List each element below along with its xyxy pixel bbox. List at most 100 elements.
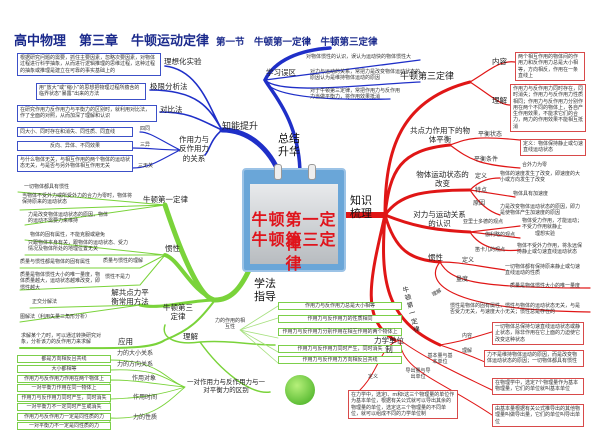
mass-label: 质量与惯性的理解: [103, 258, 144, 264]
content-text: 两个相互作用的物体间的作用力和反作用力总是大小相等，方向相反，作用在一条直线上: [515, 52, 585, 81]
galileo-text: 理想实验: [535, 231, 556, 237]
diff-item: 一对平衡力不一定同时产生或消失: [17, 403, 111, 412]
green-third-law-label: 牛顿第三定律: [163, 303, 193, 322]
state-label: 平衡状态: [478, 131, 503, 138]
first-law-item: 力是改变物体运动状态的原因，物体的运动不需要力来维持: [28, 212, 109, 225]
measure-text: 质量是物体惯性大小的唯一量度: [510, 283, 581, 289]
aristotle-text: 物体受力作用，才能运动；不受力作用就静止: [522, 218, 583, 231]
descartes-label: 笛卡儿的观点: [475, 247, 506, 253]
state-text: 定义：物体保持静止或匀速直线运动状态: [520, 139, 586, 156]
diff-group-label: 力的性质: [133, 414, 158, 421]
calendar-ring-icon: [274, 164, 282, 180]
first-law-item: 一切物体都具有惯性: [24, 184, 70, 190]
in-und-text: 惯性是物体的固有属性，惯性与物体的运动状态无关，与是否受力无关，与速度大小无关；…: [450, 303, 581, 316]
page-title: 高中物理 第三章 牛顿运动定律: [14, 34, 210, 49]
cond-label: 平衡条件: [474, 156, 499, 163]
calendar-ring-icon: [308, 164, 316, 180]
mutual-item: 作用力与反作用力总是大小相等: [278, 302, 402, 311]
diff-group-label: 力的大小关系: [117, 350, 154, 357]
mass-text: 质量与惯性都是物体的固有属性: [20, 259, 91, 265]
ideal-label: 理想化实验: [164, 57, 202, 66]
red-third-law-label: 牛顿第三定律: [400, 72, 455, 82]
compare-text: 在研究作用力反作用力与平衡力的区别时，就利用对比法，作了全面的对照，从而加深了理…: [17, 105, 157, 122]
ideal-text: 根据研究问题的需要，抓住主要因素，忽略次要因素，对物体过程进行科学抽象，从而进行…: [17, 53, 161, 76]
notforce-label: 惯性不是力: [105, 274, 131, 280]
diff-item: 作用力与反作用力一定是同性质的力: [17, 413, 111, 422]
method-item: 正交分解法: [32, 299, 58, 305]
limit-text: 用“放大”或“缩小”的思想把物理过程所蕴含的临界状态“暴露”出来的方法: [36, 83, 146, 100]
mutual-item: 作用力与反作用力分别作用在相互作用的两个物体上: [278, 328, 402, 337]
def-label: 定义: [475, 173, 488, 180]
green-first-law-label: 牛顿第一定律: [143, 195, 188, 204]
first-law-item: 当物体不受外力或所受外力的合力为零时，物体将保持原来的运动状态: [22, 193, 133, 206]
center-title-1: 牛顿第一定律: [251, 210, 337, 253]
basic-label: 基本量与基本单位: [427, 353, 453, 366]
center-card: 牛顿第一定律 牛顿第三定律: [242, 164, 346, 273]
cond-text: 合外力为零: [522, 162, 548, 168]
mistake-item: 对于牛顿第三定律，常把作用力与反作用力当做平衡力，将作用效果抵消: [310, 88, 401, 101]
inertia-item: 只跟物体本身有关，跟物体的运动状态、受力情况及物体所处的地理位置无关: [28, 240, 129, 253]
motion-label: 物体运动状态的改变: [416, 170, 469, 189]
balance-label: 共点力作用下的物体平衡: [410, 126, 470, 145]
diff-item: 大小都相等: [17, 365, 111, 374]
mutual-item: 作用力与反作用力的性质相同: [278, 315, 402, 324]
in-def-text: 一切物体都有保持原来静止或匀速直线运动的性质: [505, 264, 581, 277]
inertia-item: 物体的固有属性，不能克服或避免: [30, 232, 106, 238]
diff-item: 作用力与反作用力同时产生，同时消失: [17, 394, 111, 403]
green-understand-label: 理解: [183, 332, 198, 341]
four-same-label: 四同: [140, 126, 151, 132]
galileo-label: 伽利略的观点: [485, 232, 516, 238]
ability-label: 知能提升: [222, 122, 259, 132]
diff-item: 作用力与反作用力作用在两个物体上: [17, 375, 111, 384]
aristotle-label: 亚里士多德的观点: [463, 219, 504, 225]
in-def-label: 定义: [462, 257, 475, 264]
diff-group-label: 力的方向关系: [117, 361, 154, 368]
def-text: 物体的速度发生了改变，即速度的大小或方向发生了改变: [500, 171, 581, 184]
mistake-item: 对物体惯性的认识，误认为运动快的物体惯性大: [306, 54, 412, 60]
derived-label: 导出量与导出单位: [405, 368, 431, 381]
methods-label: 解共点力平衡常用方法: [111, 288, 149, 307]
red-inertia-label: 惯性: [428, 253, 443, 262]
mutual-item: 作用力与反作用力同时产生，同时消失: [278, 345, 402, 354]
feat-text: 物体具有加速度: [513, 191, 549, 197]
derived-text: 由基本量根据有关公式推导出的其他物理量叫做导出量，它们的单位叫导出单位: [492, 404, 584, 427]
descartes-text: 物体不受外力作用，将永远保持静止或匀速直线运动状态: [517, 243, 583, 256]
limit-label: 极限分析法: [150, 82, 188, 91]
three-none-text: 与什么物体无关，与相互作用的两个物体的运动状态无关，与是否与另外物体相互作用无关: [17, 155, 133, 172]
law-content-text: 一切物体总保持匀速直线运动状态或静止状态，除非作用在它上面的力迫使它改变这种状态: [492, 322, 584, 345]
mistake-item: 对力与运动的关系，常把力是改变物体运动状态的原因认为是维持物体运动的原因: [310, 69, 421, 82]
green-apple-icon: [285, 375, 315, 405]
units-def-label: 定义: [368, 374, 379, 380]
apply-text: 求解某个力时，可以通过转换研究对象，分析该力的反作用力来求解: [21, 333, 102, 346]
understand-text: 作用力与反作用力同时存在，同时消失；作用力与反作用力性质相同；作用力与反作用力分…: [510, 84, 586, 132]
method-item: 图解法（利用矢量三角形分析）: [20, 314, 91, 320]
content-label: 内容: [492, 57, 507, 66]
mutual-label: 力的作用的相互性: [215, 318, 246, 331]
law-content-label: 内容: [462, 333, 473, 339]
three-none-label: 三无关: [138, 163, 154, 169]
units-label: 力学单位制: [374, 336, 404, 355]
notforce-text: 质量是物体惯性大小的唯一量度，物体质量越大，运动状态越难改变，即惯性越大: [20, 272, 101, 291]
apply-label: 应用: [118, 337, 133, 346]
units-def-text: 在力学中，选定l、m和t这三个物理量的单位作为基本单位，根据有关公式就可以导出其…: [348, 390, 458, 419]
diff-item: 一对平衡力作用在同一物体上: [17, 384, 111, 393]
cause-text: 力是改变物体运动状态的原因，即力是使物体产生加速度的原因: [500, 204, 581, 217]
green-inertia-label: 惯性: [165, 244, 180, 253]
diff-label: 一对作用力与反作用力与一对平衡力的区别: [187, 378, 265, 395]
view-label: 对力与运动关系的认识: [413, 210, 466, 229]
center-title-2: 牛顿第三定律: [251, 230, 337, 273]
page-subtitle: 第一节 牛顿第一定律 牛顿第三定律: [216, 37, 378, 48]
relation-label: 作用力与反作用力的关系: [179, 135, 209, 163]
cause-label: 原因: [473, 200, 486, 207]
three-diff-label: 三异: [140, 142, 151, 148]
mistakes-label: 学习误区: [266, 68, 296, 77]
hub-knowledge: 知识梳理: [350, 194, 372, 220]
center-image: [250, 184, 338, 264]
compare-label: 对比法: [160, 105, 183, 114]
hub-method: 学法指导: [254, 277, 276, 303]
diff-group-label: 作用对象: [132, 375, 157, 382]
diff-group-label: 作用时间: [133, 394, 158, 401]
diff-item: 一对平衡力不一定是同性质的力: [17, 422, 111, 431]
